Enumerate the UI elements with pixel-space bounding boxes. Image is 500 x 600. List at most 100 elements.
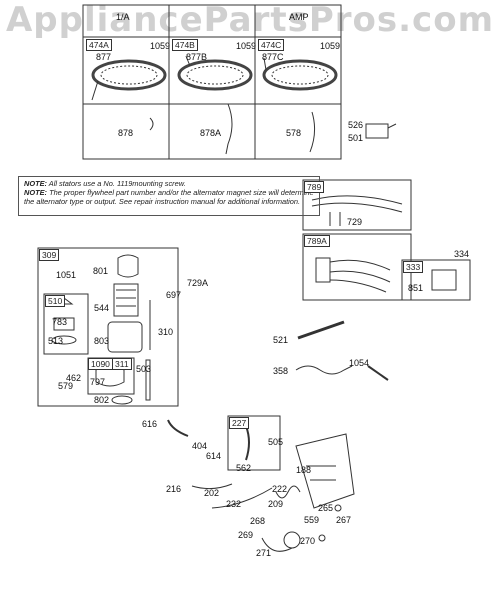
group-333[interactable]: 333 bbox=[403, 261, 424, 273]
group-1090[interactable]: 1090 bbox=[88, 358, 113, 370]
part-267[interactable]: 267 bbox=[336, 515, 352, 525]
group-510-frame bbox=[43, 293, 89, 355]
part-268[interactable]: 268 bbox=[250, 516, 266, 526]
part-334[interactable]: 334 bbox=[454, 249, 470, 259]
part-521[interactable]: 521 bbox=[273, 335, 289, 345]
group-510[interactable]: 510 bbox=[45, 295, 66, 307]
group-333-frame bbox=[401, 259, 471, 301]
part-513[interactable]: 513 bbox=[48, 336, 64, 346]
part-1051[interactable]: 1051 bbox=[56, 270, 77, 280]
bracket-icon bbox=[145, 359, 151, 401]
spring-icon bbox=[191, 483, 233, 490]
cable-icon bbox=[211, 487, 273, 509]
part-697[interactable]: 697 bbox=[166, 290, 182, 300]
note-1: NOTE: All stators use a No. 1119mounting… bbox=[24, 179, 186, 188]
tie-strap-icon bbox=[367, 365, 389, 381]
part-474B[interactable]: 474B bbox=[172, 39, 198, 51]
part-803[interactable]: 803 bbox=[94, 336, 110, 346]
part-202[interactable]: 202 bbox=[204, 488, 220, 498]
group-309[interactable]: 309 bbox=[39, 249, 60, 261]
screw-icon bbox=[334, 504, 342, 512]
group-311[interactable]: 311 bbox=[112, 358, 132, 370]
stator-coil-icon bbox=[91, 59, 167, 101]
notes-box: NOTE: All stators use a No. 1119mounting… bbox=[18, 176, 320, 216]
part-562[interactable]: 562 bbox=[236, 463, 252, 473]
tube-icon bbox=[297, 320, 345, 340]
col-header-3: AMP bbox=[289, 12, 309, 22]
part-614[interactable]: 614 bbox=[206, 451, 222, 461]
harness-connector-icon bbox=[315, 257, 331, 283]
lead-wire-icon bbox=[309, 111, 316, 153]
part-505[interactable]: 505 bbox=[268, 437, 284, 447]
part-878A[interactable]: 878A bbox=[200, 128, 222, 138]
part-310[interactable]: 310 bbox=[158, 327, 174, 337]
washer-icon bbox=[111, 395, 133, 405]
control-bracket-icon bbox=[295, 433, 355, 509]
stator-table-frame bbox=[82, 4, 342, 160]
part-729A[interactable]: 729A bbox=[187, 278, 209, 288]
part-851[interactable]: 851 bbox=[408, 283, 424, 293]
group-789[interactable]: 789 bbox=[304, 181, 325, 193]
lever-icon bbox=[245, 425, 250, 461]
part-1059-b[interactable]: 1059 bbox=[236, 41, 257, 51]
part-188[interactable]: 188 bbox=[296, 465, 312, 475]
part-216[interactable]: 216 bbox=[166, 484, 182, 494]
part-269[interactable]: 269 bbox=[238, 530, 254, 540]
part-1059-a[interactable]: 1059 bbox=[150, 41, 171, 51]
part-559[interactable]: 559 bbox=[304, 515, 320, 525]
screw-icon bbox=[318, 534, 326, 542]
group-309-frame bbox=[37, 247, 179, 407]
lead-clip-icon bbox=[149, 117, 154, 131]
part-474C[interactable]: 474C bbox=[258, 39, 285, 51]
part-797[interactable]: 797 bbox=[90, 377, 106, 387]
part-544[interactable]: 544 bbox=[94, 303, 110, 313]
part-404[interactable]: 404 bbox=[192, 441, 208, 451]
part-877C[interactable]: 877C bbox=[262, 52, 284, 62]
part-222[interactable]: 222 bbox=[272, 484, 288, 494]
part-503[interactable]: 503 bbox=[136, 364, 152, 374]
regulator-icon bbox=[365, 123, 389, 139]
part-1059-c[interactable]: 1059 bbox=[320, 41, 341, 51]
starter-housing-icon bbox=[107, 321, 143, 353]
part-578[interactable]: 578 bbox=[286, 128, 302, 138]
group-227-frame bbox=[227, 415, 281, 471]
part-474A[interactable]: 474A bbox=[86, 39, 112, 51]
part-616[interactable]: 616 bbox=[142, 419, 158, 429]
part-462[interactable]: 462 bbox=[66, 373, 82, 383]
part-877B[interactable]: 877B bbox=[186, 52, 208, 62]
starter-cap-icon bbox=[117, 254, 139, 278]
part-270[interactable]: 270 bbox=[300, 536, 316, 546]
part-209[interactable]: 209 bbox=[268, 499, 284, 509]
watermark: AppliancePartsPros.com bbox=[5, 0, 494, 40]
group-789A[interactable]: 789A bbox=[304, 235, 330, 247]
link-rod-icon bbox=[167, 419, 189, 437]
stator-coil-icon bbox=[262, 57, 338, 91]
note-2: NOTE: The proper flywheel part number an… bbox=[24, 188, 314, 206]
rectifier-icon bbox=[431, 269, 457, 291]
part-526[interactable]: 526 bbox=[348, 120, 364, 130]
group-227[interactable]: 227 bbox=[229, 417, 250, 429]
group-789-frame bbox=[302, 179, 412, 231]
lead-wire-icon bbox=[225, 103, 233, 155]
part-878[interactable]: 878 bbox=[118, 128, 134, 138]
stator-coil-icon bbox=[177, 55, 253, 91]
harness-icon bbox=[311, 195, 403, 213]
part-265[interactable]: 265 bbox=[318, 503, 334, 513]
part-877[interactable]: 877 bbox=[96, 52, 112, 62]
part-729[interactable]: 729 bbox=[347, 217, 363, 227]
part-358[interactable]: 358 bbox=[273, 366, 289, 376]
armature-icon bbox=[113, 283, 139, 317]
part-501[interactable]: 501 bbox=[348, 133, 364, 143]
part-271[interactable]: 271 bbox=[256, 548, 272, 558]
part-802[interactable]: 802 bbox=[94, 395, 110, 405]
part-1054[interactable]: 1054 bbox=[349, 358, 370, 368]
part-579[interactable]: 579 bbox=[58, 381, 74, 391]
part-783[interactable]: 783 bbox=[52, 317, 68, 327]
part-801[interactable]: 801 bbox=[93, 266, 109, 276]
part-232[interactable]: 232 bbox=[226, 499, 242, 509]
ground-wire-icon bbox=[295, 365, 353, 375]
cable-icon bbox=[261, 537, 293, 552]
spring-icon bbox=[275, 485, 301, 499]
